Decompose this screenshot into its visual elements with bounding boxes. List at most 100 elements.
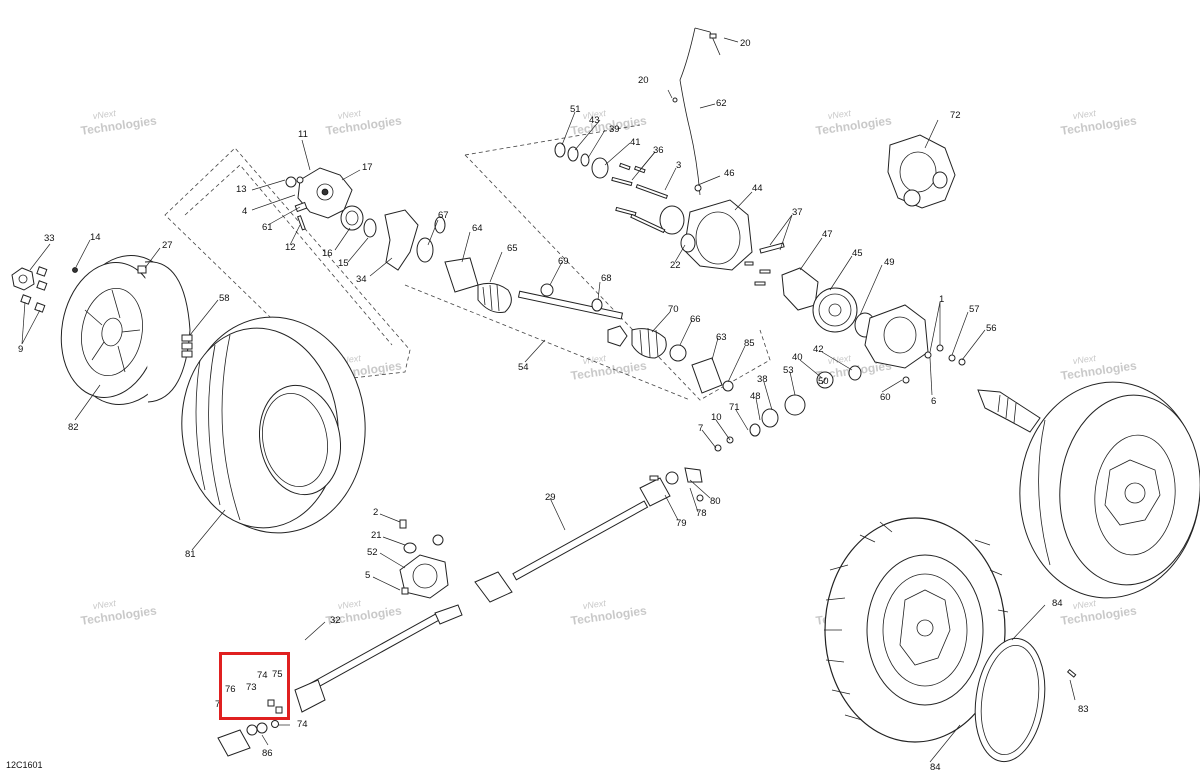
front-hub-assembly	[285, 167, 419, 271]
callout-label: 10	[711, 412, 722, 423]
callout-label: 51	[570, 104, 581, 115]
wheel-nuts	[11, 265, 147, 313]
svg-text:Technologies: Technologies	[570, 358, 648, 383]
callout-label: 33	[44, 233, 55, 244]
callout-label: 79	[676, 518, 687, 529]
callout-label: 20	[740, 38, 751, 49]
callout-label: 58	[219, 293, 230, 304]
watermark-line2: Technologies	[80, 113, 158, 138]
svg-text:Technologies: Technologies	[570, 603, 648, 628]
svg-text:vNext: vNext	[582, 108, 607, 121]
svg-text:vNext: vNext	[582, 598, 607, 611]
diff-mount-bolts	[902, 344, 966, 384]
callout-label: 46	[724, 168, 735, 179]
carrier-bearing	[399, 519, 449, 599]
svg-text:Technologies: Technologies	[80, 603, 158, 628]
svg-text:vNext: vNext	[1072, 353, 1097, 366]
leader-lines	[21, 37, 1076, 763]
watermark-line1: vNext	[92, 108, 117, 121]
callout-label: 39	[609, 124, 620, 135]
right-half-shaft	[977, 389, 1041, 433]
callout-label: 65	[507, 243, 518, 254]
callout-label: 7	[215, 699, 220, 710]
callout-label: 84	[930, 762, 941, 773]
callout-label: 49	[884, 257, 895, 268]
callout-label: 62	[716, 98, 727, 109]
front-differential	[659, 199, 929, 437]
svg-text:vNext: vNext	[582, 353, 607, 366]
callout-label: 48	[750, 391, 761, 402]
callout-label: 27	[162, 240, 173, 251]
callout-label: 53	[783, 365, 794, 376]
callout-label: 85	[744, 338, 755, 349]
callout-label: 40	[792, 352, 803, 363]
callout-label: 75	[272, 669, 283, 680]
assembly-outlines	[164, 124, 771, 401]
callout-label: 66	[690, 314, 701, 325]
callout-label: 42	[813, 344, 824, 355]
svg-text:Technologies: Technologies	[325, 113, 403, 138]
callout-label: 64	[472, 223, 483, 234]
callout-label: 3	[676, 160, 681, 171]
differential-bolts	[744, 242, 785, 286]
callout-label: 6	[931, 396, 936, 407]
callout-label: 74	[297, 719, 308, 730]
callout-label: 21	[371, 530, 382, 541]
differential-assembly	[887, 134, 956, 209]
callout-label: 50	[818, 376, 829, 387]
callout-label: 22	[670, 260, 681, 271]
callout-label: 72	[950, 110, 961, 121]
rear-tire-knobby	[824, 517, 1009, 743]
callout-label: 14	[90, 232, 101, 243]
differential-seals	[554, 142, 669, 234]
callout-label: 86	[262, 748, 273, 759]
front-drive-shaft	[416, 216, 734, 394]
callout-label: 61	[262, 222, 273, 233]
callout-label: 68	[601, 273, 612, 284]
callout-label: 20	[638, 75, 649, 86]
wheel-weights	[181, 334, 193, 358]
callout-label: 69	[558, 256, 569, 267]
callout-label: 36	[653, 145, 664, 156]
front-left-rim	[60, 255, 191, 405]
callout-label: 9	[18, 344, 23, 355]
callout-label: 78	[696, 508, 707, 519]
callout-label: 44	[752, 183, 763, 194]
callout-label: 34	[356, 274, 367, 285]
svg-text:vNext: vNext	[92, 598, 117, 611]
callout-label: 45	[852, 248, 863, 259]
svg-text:vNext: vNext	[827, 353, 852, 366]
callout-labels: 20 20 62 51 43 39 41 36 3 46 44 72 11 17…	[18, 38, 1089, 773]
svg-text:Technologies: Technologies	[1060, 603, 1138, 628]
svg-text:vNext: vNext	[1072, 108, 1097, 121]
callout-label: 41	[630, 137, 641, 148]
breather-hose	[672, 27, 721, 196]
highlight-box	[219, 652, 290, 720]
beadlock-ring	[974, 637, 1077, 763]
callout-label: 54	[518, 362, 529, 373]
callout-label: 70	[668, 304, 679, 315]
front-right-tire	[1019, 381, 1200, 599]
callout-label: 38	[757, 374, 768, 385]
svg-text:Technologies: Technologies	[1060, 358, 1138, 383]
callout-label: 57	[969, 304, 980, 315]
rear-u-joint	[217, 699, 283, 757]
svg-text:vNext: vNext	[1072, 598, 1097, 611]
callout-label: 56	[986, 323, 997, 334]
callout-label: 76	[225, 684, 236, 695]
callout-label: 32	[330, 615, 341, 626]
callout-label: 81	[185, 549, 196, 560]
prop-shaft-front	[474, 436, 734, 603]
callout-label: 47	[822, 229, 833, 240]
callout-label: 63	[716, 332, 727, 343]
callout-label: 52	[367, 547, 378, 558]
callout-label: 60	[880, 392, 891, 403]
callout-label: 74	[257, 670, 268, 681]
svg-text:vNext: vNext	[827, 108, 852, 121]
callout-label: 5	[365, 570, 370, 581]
prop-shaft-rear	[294, 604, 463, 713]
svg-text:Technologies: Technologies	[1060, 113, 1138, 138]
callout-label: 43	[589, 115, 600, 126]
front-left-tire	[181, 316, 366, 534]
callout-label: 2	[373, 507, 378, 518]
